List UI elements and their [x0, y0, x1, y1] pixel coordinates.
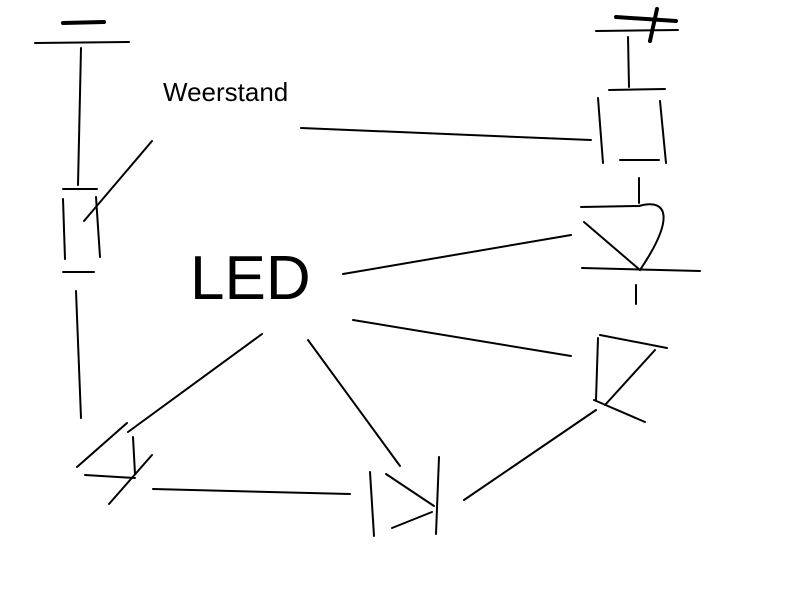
negative-terminal — [34, 20, 130, 44]
led-mid-right-side — [595, 337, 599, 401]
negative-terminal-plate — [34, 41, 130, 44]
positive-terminal — [595, 7, 679, 43]
label-weerstand: Weerstand — [163, 77, 289, 107]
pointer-led-to-lower-left — [127, 333, 263, 433]
led-mid-right-top — [599, 334, 668, 349]
led-mid-right-diag — [604, 349, 656, 406]
led-bottom-middle-upper-diag — [385, 473, 435, 507]
led-mid-right — [593, 334, 668, 423]
resistor-right — [597, 88, 667, 164]
resistor-left-side-a — [62, 198, 66, 260]
wire-resistor-to-led-lower-left — [75, 290, 82, 419]
resistor-right-side-a — [597, 97, 604, 164]
led-bottom-middle-right-bar — [435, 456, 440, 535]
led-lower-left-stem — [132, 436, 136, 475]
label-led: LED — [190, 244, 311, 313]
led-lower-left-upper-bar — [76, 422, 128, 468]
wire-led-bottom-to-lower-left — [152, 488, 351, 495]
pointer-weerstand-to-right-resistor — [300, 127, 592, 141]
resistor-right-side-b — [659, 100, 667, 164]
pointer-led-to-mid-right — [352, 319, 572, 357]
resistor-left — [62, 188, 101, 273]
led-lower-left — [76, 422, 153, 505]
led-bottom-middle — [369, 456, 440, 537]
led-lower-left-lower-bar — [108, 454, 153, 505]
plus-sign — [614, 7, 678, 43]
minus-sign — [61, 20, 106, 25]
led-top-right — [580, 203, 701, 305]
led-mid-right-bar — [593, 399, 646, 423]
wire-negative-to-resistor — [77, 47, 82, 186]
led-bottom-middle-left-bar — [369, 471, 375, 537]
led-bottom-middle-lower-diag — [391, 511, 433, 529]
pointer-weerstand-to-left-resistor — [83, 140, 153, 222]
wire-positive-to-resistor — [627, 36, 630, 88]
pointer-led-to-bottom-middle — [307, 339, 401, 467]
wire-led-mid-right-to-bottom — [463, 409, 597, 501]
pointer-led-to-top-right — [342, 234, 572, 275]
positive-terminal-plate — [595, 29, 679, 32]
led-lower-left-base — [84, 474, 136, 479]
resistor-right-top-cap — [608, 88, 666, 91]
led-top-right-bar — [581, 267, 701, 272]
led-top-right-triangle — [580, 203, 665, 272]
